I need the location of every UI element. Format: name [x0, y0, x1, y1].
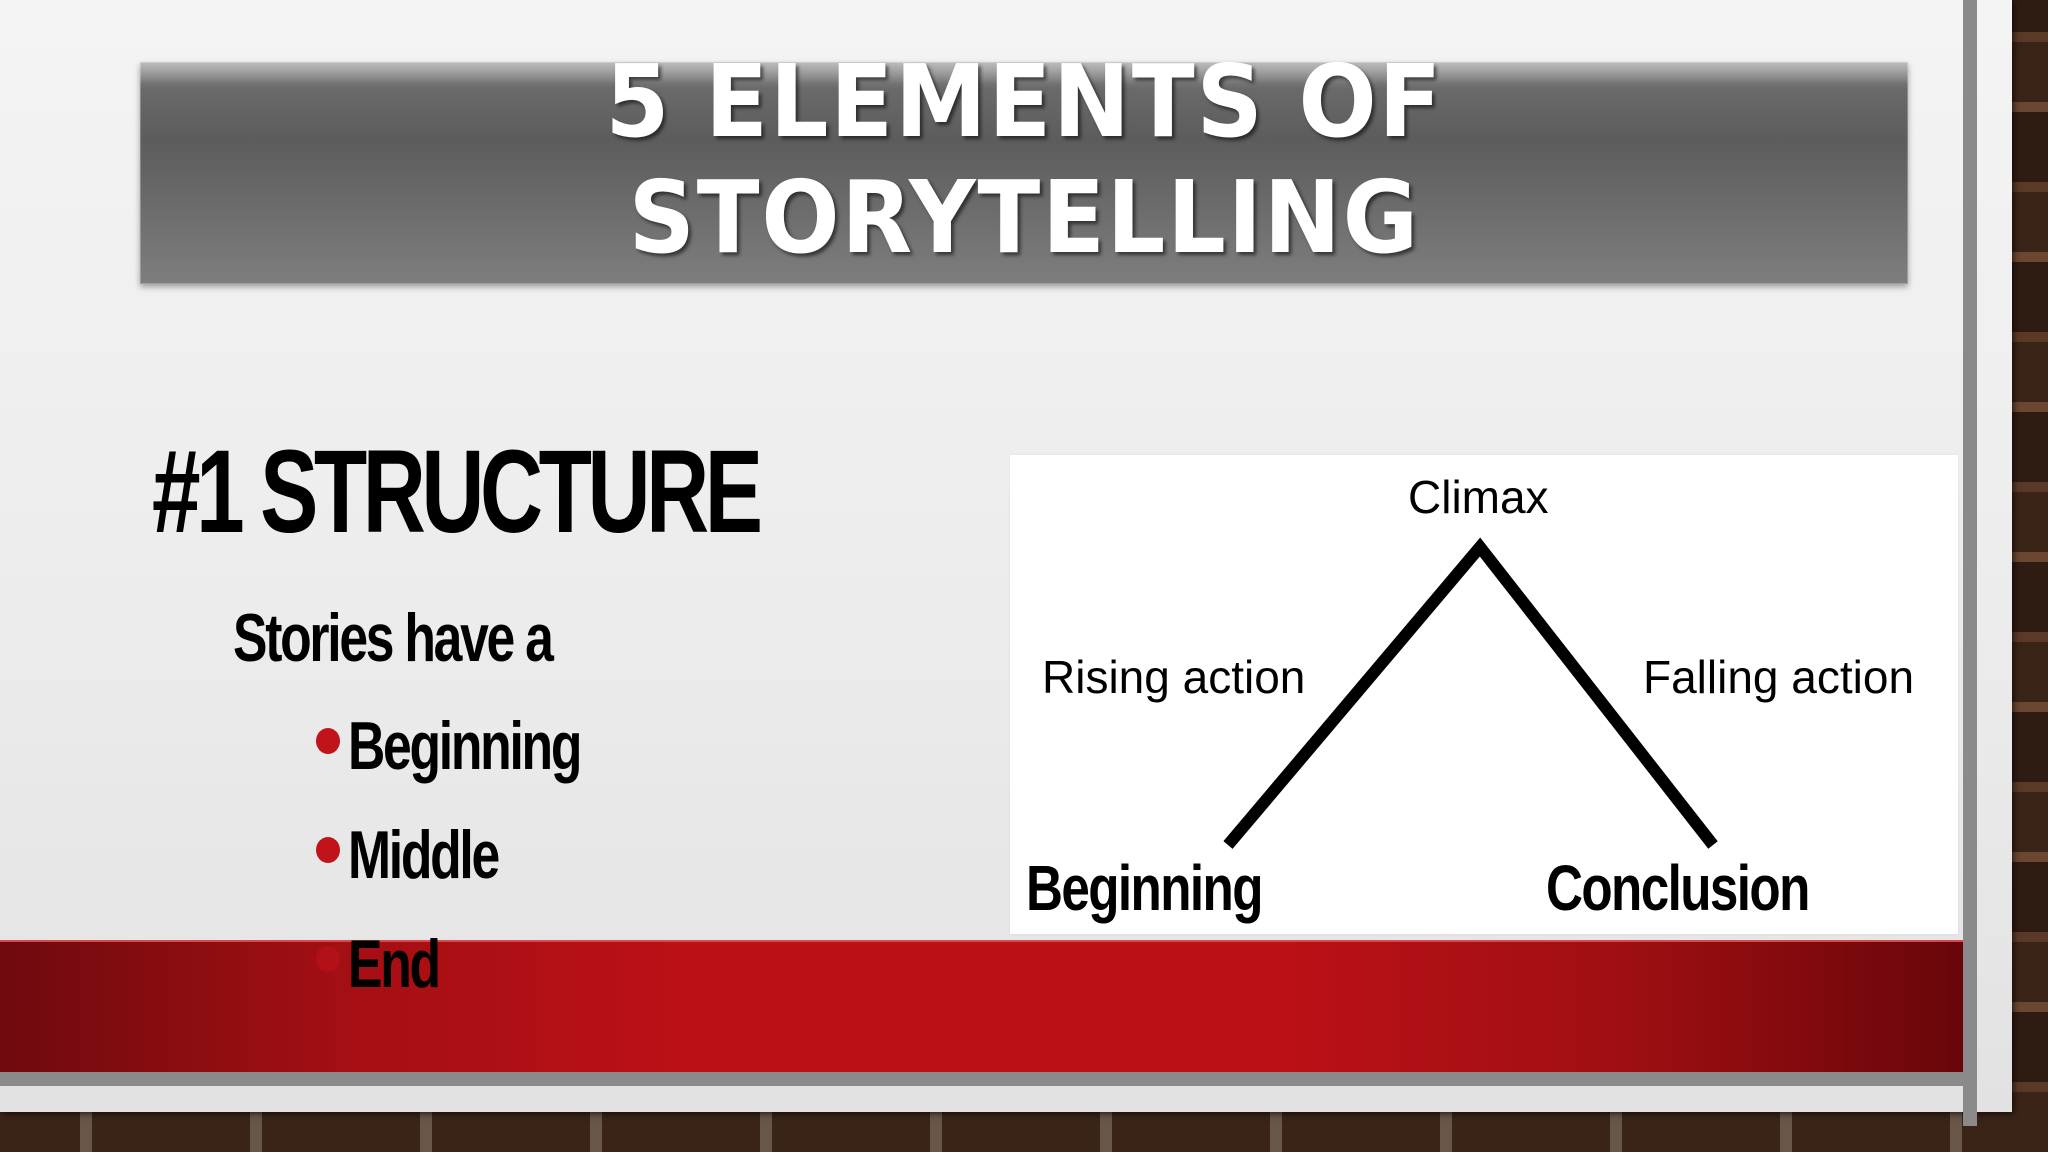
rising-action-label: Rising action — [1042, 651, 1306, 703]
story-arc-diagram: Climax Rising action Falling action Begi… — [1010, 455, 1958, 934]
section-heading: #1 STRUCTURE — [152, 426, 763, 558]
section-subheading: Stories have a — [233, 600, 554, 676]
gray-frame-bottom-bar — [0, 1072, 1977, 1086]
climax-label: Climax — [1408, 471, 1549, 523]
title-line-2: STORYTELLING — [628, 159, 1420, 276]
bullet-label: Beginning — [348, 708, 582, 784]
bullet-label: End — [348, 926, 441, 1002]
title-banner: 5 ELEMENTS OF STORYTELLING — [140, 44, 1908, 284]
beginning-label: Beginning — [1026, 852, 1263, 924]
conclusion-label: Conclusion — [1546, 852, 1810, 924]
story-arc-triangle-icon — [1223, 537, 1718, 849]
slide-title: 5 ELEMENTS OF STORYTELLING — [605, 44, 1443, 276]
bullet-dot-icon — [316, 837, 340, 863]
falling-action-label: Falling action — [1643, 651, 1915, 703]
bullet-dot-icon — [316, 946, 340, 972]
red-accent-band — [0, 940, 1966, 1074]
bullet-label: Middle — [348, 817, 500, 893]
bullet-dot-icon — [316, 728, 340, 754]
title-line-1: 5 ELEMENTS OF — [605, 43, 1443, 160]
gray-frame-right-bar — [1963, 0, 1977, 1126]
